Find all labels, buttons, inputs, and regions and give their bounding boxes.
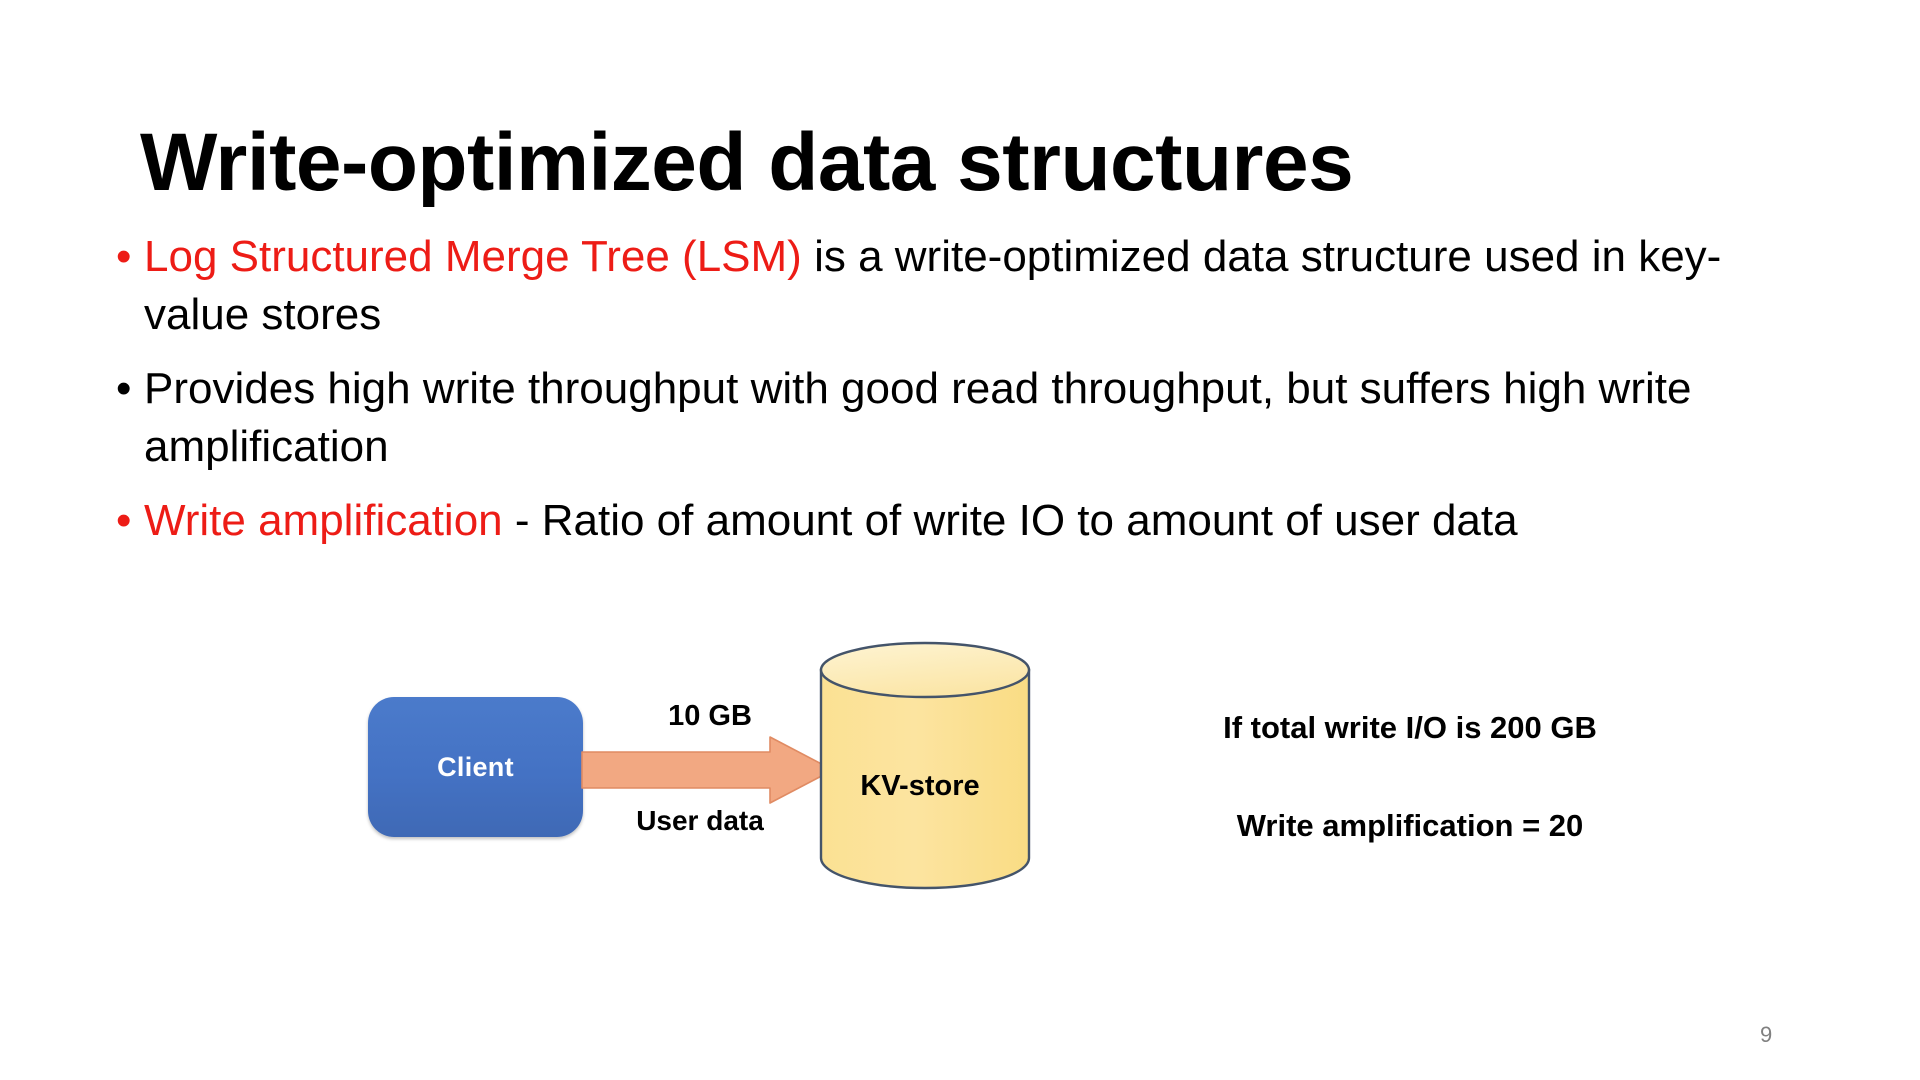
annotation-write-amplification: Write amplification = 20 — [1236, 808, 1584, 843]
arrow-bottom-label: User data — [636, 805, 764, 836]
list-item-emphasis: Write amplification — [144, 496, 503, 545]
bullet-list: • Log Structured Merge Tree (LSM) is a w… — [110, 228, 1810, 566]
list-item-text: Write amplification - Ratio of amount of… — [144, 492, 1810, 550]
list-item-rest: is a write-optimized data structure used… — [144, 232, 1722, 339]
arrow-top-label: 10 GB — [668, 700, 752, 732]
data-flow-arrow-icon — [581, 736, 834, 804]
page-title: Write-optimized data structures — [140, 116, 1354, 208]
list-item: • Write amplification - Ratio of amount … — [110, 492, 1810, 550]
list-item-text: Provides high write throughput with good… — [144, 360, 1810, 476]
list-item-rest: Provides high write throughput with good… — [144, 364, 1692, 471]
list-item-text: Log Structured Merge Tree (LSM) is a wri… — [144, 228, 1810, 344]
kv-store-cylinder-icon — [819, 641, 1031, 890]
client-node-label: Client — [437, 751, 514, 782]
annotation-total-io: If total write I/O is 200 GB — [1223, 710, 1597, 745]
list-item: • Log Structured Merge Tree (LSM) is a w… — [110, 228, 1810, 344]
slide-number: 9 — [1760, 1022, 1773, 1047]
list-item-emphasis: Log Structured Merge Tree (LSM) — [144, 232, 802, 281]
bullet-marker-icon: • — [116, 232, 132, 281]
list-item-rest: - Ratio of amount of write IO to amount … — [502, 496, 1518, 545]
kv-store-label: KV-store — [860, 770, 980, 802]
bullet-marker-icon: • — [116, 496, 132, 545]
client-node: Client — [368, 697, 583, 837]
list-item: • Provides high write throughput with go… — [110, 360, 1810, 476]
bullet-marker-icon: • — [116, 364, 132, 413]
